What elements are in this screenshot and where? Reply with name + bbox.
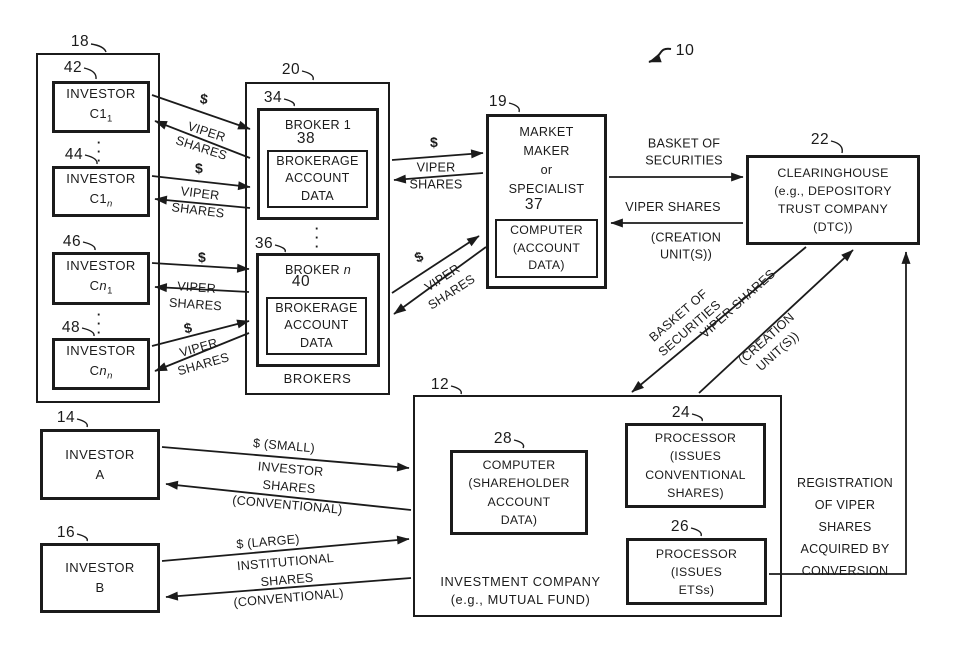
label-viper-shares-ch-mm: VIPER SHARES	[625, 199, 720, 216]
ellipsis-investors-c1: · · ·	[97, 138, 101, 165]
ref-42: 42	[64, 59, 82, 77]
ref-36: 36	[255, 235, 273, 253]
ellipsis-brokers: · · ·	[315, 224, 319, 251]
label-viper-shares-broker1-mm: VIPER SHARES	[410, 160, 463, 193]
investor-a-label: INVESTOR A	[65, 445, 134, 485]
ref-34: 34	[264, 89, 282, 107]
mm-computer-label: COMPUTER (ACCOUNT DATA)	[510, 222, 583, 275]
label-dollar-cn1: $	[198, 249, 206, 266]
box-investor-c1-n: INVESTOR C1n	[52, 166, 150, 217]
box-clearinghouse: CLEARINGHOUSE (e.g., DEPOSITORY TRUST CO…	[746, 155, 920, 245]
investor-cn-1-label: INVESTOR Cn1	[66, 256, 135, 302]
label-dollar-broker1-mm: $	[430, 134, 438, 151]
shareholder-computer-label: COMPUTER (SHAREHOLDER ACCOUNT DATA)	[468, 456, 569, 530]
market-maker-label: MARKET MAKER or SPECIALIST	[509, 123, 585, 199]
processor-ets-label: PROCESSOR (ISSUES ETSs)	[656, 545, 737, 599]
ref-37: 37	[525, 196, 543, 214]
box-processor-conventional: PROCESSOR (ISSUES CONVENTIONAL SHARES)	[625, 423, 766, 508]
ref-26: 26	[671, 518, 689, 536]
label-dollar-c1n: $	[195, 160, 203, 177]
ref-48: 48	[62, 319, 80, 337]
ref-44: 44	[65, 146, 83, 164]
ref-38: 38	[297, 130, 315, 148]
ref-14: 14	[57, 409, 75, 427]
brokerage-data-n-label: BROKERAGE ACCOUNT DATA	[275, 300, 357, 353]
investor-b-label: INVESTOR B	[65, 558, 134, 598]
label-institutional-shares-conventional: INSTITUTIONAL SHARES (CONVENTIONAL)	[230, 548, 345, 611]
box-shareholder-computer: COMPUTER (SHAREHOLDER ACCOUNT DATA)	[450, 450, 588, 535]
figure-ref: 10	[676, 42, 695, 60]
box-mm-computer: COMPUTER (ACCOUNT DATA)	[495, 219, 598, 278]
label-registration-conversion: REGISTRATION OF VIPER SHARES ACQUIRED BY…	[780, 472, 910, 582]
investment-company-caption: INVESTMENT COMPANY (e.g., MUTUAL FUND)	[418, 573, 623, 608]
box-investor-cn-n: INVESTOR Cnn	[52, 338, 150, 390]
box-investor-c1-1: INVESTOR C11	[52, 81, 150, 133]
box-brokerage-data-n: BROKERAGE ACCOUNT DATA	[266, 297, 367, 355]
processor-conventional-label: PROCESSOR (ISSUES CONVENTIONAL SHARES)	[645, 429, 746, 503]
ref-19: 19	[489, 93, 507, 111]
broker-1-title: BROKER 1	[285, 116, 351, 135]
clearinghouse-label: CLEARINGHOUSE (e.g., DEPOSITORY TRUST CO…	[774, 164, 892, 236]
ref-16: 16	[57, 524, 75, 542]
label-creation-units-ch-mm: (CREATION UNIT(S))	[651, 230, 721, 263]
brokers-caption: BROKERS	[245, 371, 390, 386]
ref-20: 20	[282, 61, 300, 79]
figure-ref-arrow	[649, 49, 671, 62]
box-brokerage-data-1: BROKERAGE ACCOUNT DATA	[267, 150, 368, 208]
ellipsis-investors-cn: · · ·	[97, 310, 101, 337]
box-processor-ets: PROCESSOR (ISSUES ETSs)	[626, 538, 767, 605]
ref-46: 46	[63, 233, 81, 251]
brokerage-data-1-label: BROKERAGE ACCOUNT DATA	[276, 153, 358, 206]
label-basket-securities-mm-ch: BASKET OF SECURITIES	[645, 136, 723, 169]
label-investor-shares-conventional: INVESTOR SHARES (CONVENTIONAL)	[232, 455, 347, 518]
ref-40: 40	[292, 273, 310, 291]
ref-24: 24	[672, 404, 690, 422]
ref-12: 12	[431, 376, 449, 394]
ref-28: 28	[494, 430, 512, 448]
box-investor-b: INVESTOR B	[40, 543, 160, 613]
investor-c1-1-label: INVESTOR C11	[66, 84, 135, 130]
ref-18: 18	[71, 33, 89, 51]
investor-cn-n-label: INVESTOR Cnn	[66, 341, 135, 387]
ref-22: 22	[811, 131, 829, 149]
label-viper-shares-cn1: VIPER SHARES	[168, 278, 223, 315]
label-viper-shares-c1n: VIPER SHARES	[171, 182, 228, 221]
box-investor-cn-1: INVESTOR Cn1	[52, 252, 150, 305]
box-investor-a: INVESTOR A	[40, 429, 160, 500]
investor-c1-n-label: INVESTOR C1n	[66, 169, 135, 215]
